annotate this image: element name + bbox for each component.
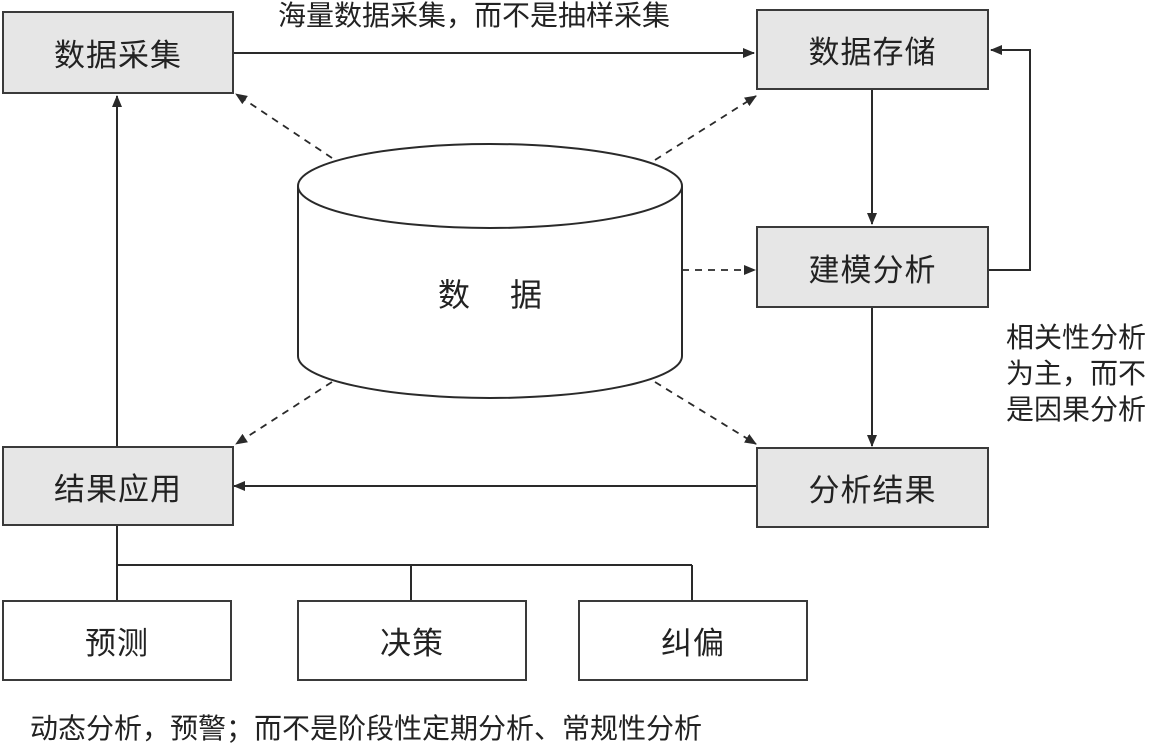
- note-correlation-analysis: 相关性分析 为主，而不 是因果分析: [1006, 320, 1146, 428]
- node-decision: 决策: [297, 600, 527, 681]
- note-dynamic-analysis: 动态分析，预警；而不是阶段性定期分析、常规性分析: [30, 712, 703, 745]
- dashed-arrow-data-to-apply: [235, 381, 333, 445]
- node-correction: 纠偏: [578, 600, 808, 681]
- data-store-label: 数据: [437, 276, 582, 314]
- output-branch-lines: [116, 526, 693, 600]
- note-line: 相关性分析: [1006, 321, 1147, 354]
- node-modeling-analysis: 建模分析: [756, 226, 989, 308]
- database-cylinder: [297, 143, 683, 399]
- note-line: 是因果分析: [1006, 393, 1147, 426]
- dashed-arrow-data-to-store: [654, 95, 757, 161]
- dashed-arrow-data-to-result: [654, 381, 757, 445]
- note-line: 为主，而不: [1006, 357, 1147, 390]
- arrow-model-feedback-to-store: [989, 45, 1031, 271]
- node-prediction: 预测: [2, 600, 232, 681]
- node-data-collection: 数据采集: [2, 11, 234, 94]
- node-data-storage: 数据存储: [756, 9, 989, 90]
- note-massive-collection: 海量数据采集，而不是抽样采集: [278, 0, 671, 32]
- node-result-application: 结果应用: [2, 446, 234, 526]
- node-analysis-result: 分析结果: [756, 447, 989, 528]
- dashed-arrow-data-to-collect: [235, 93, 333, 159]
